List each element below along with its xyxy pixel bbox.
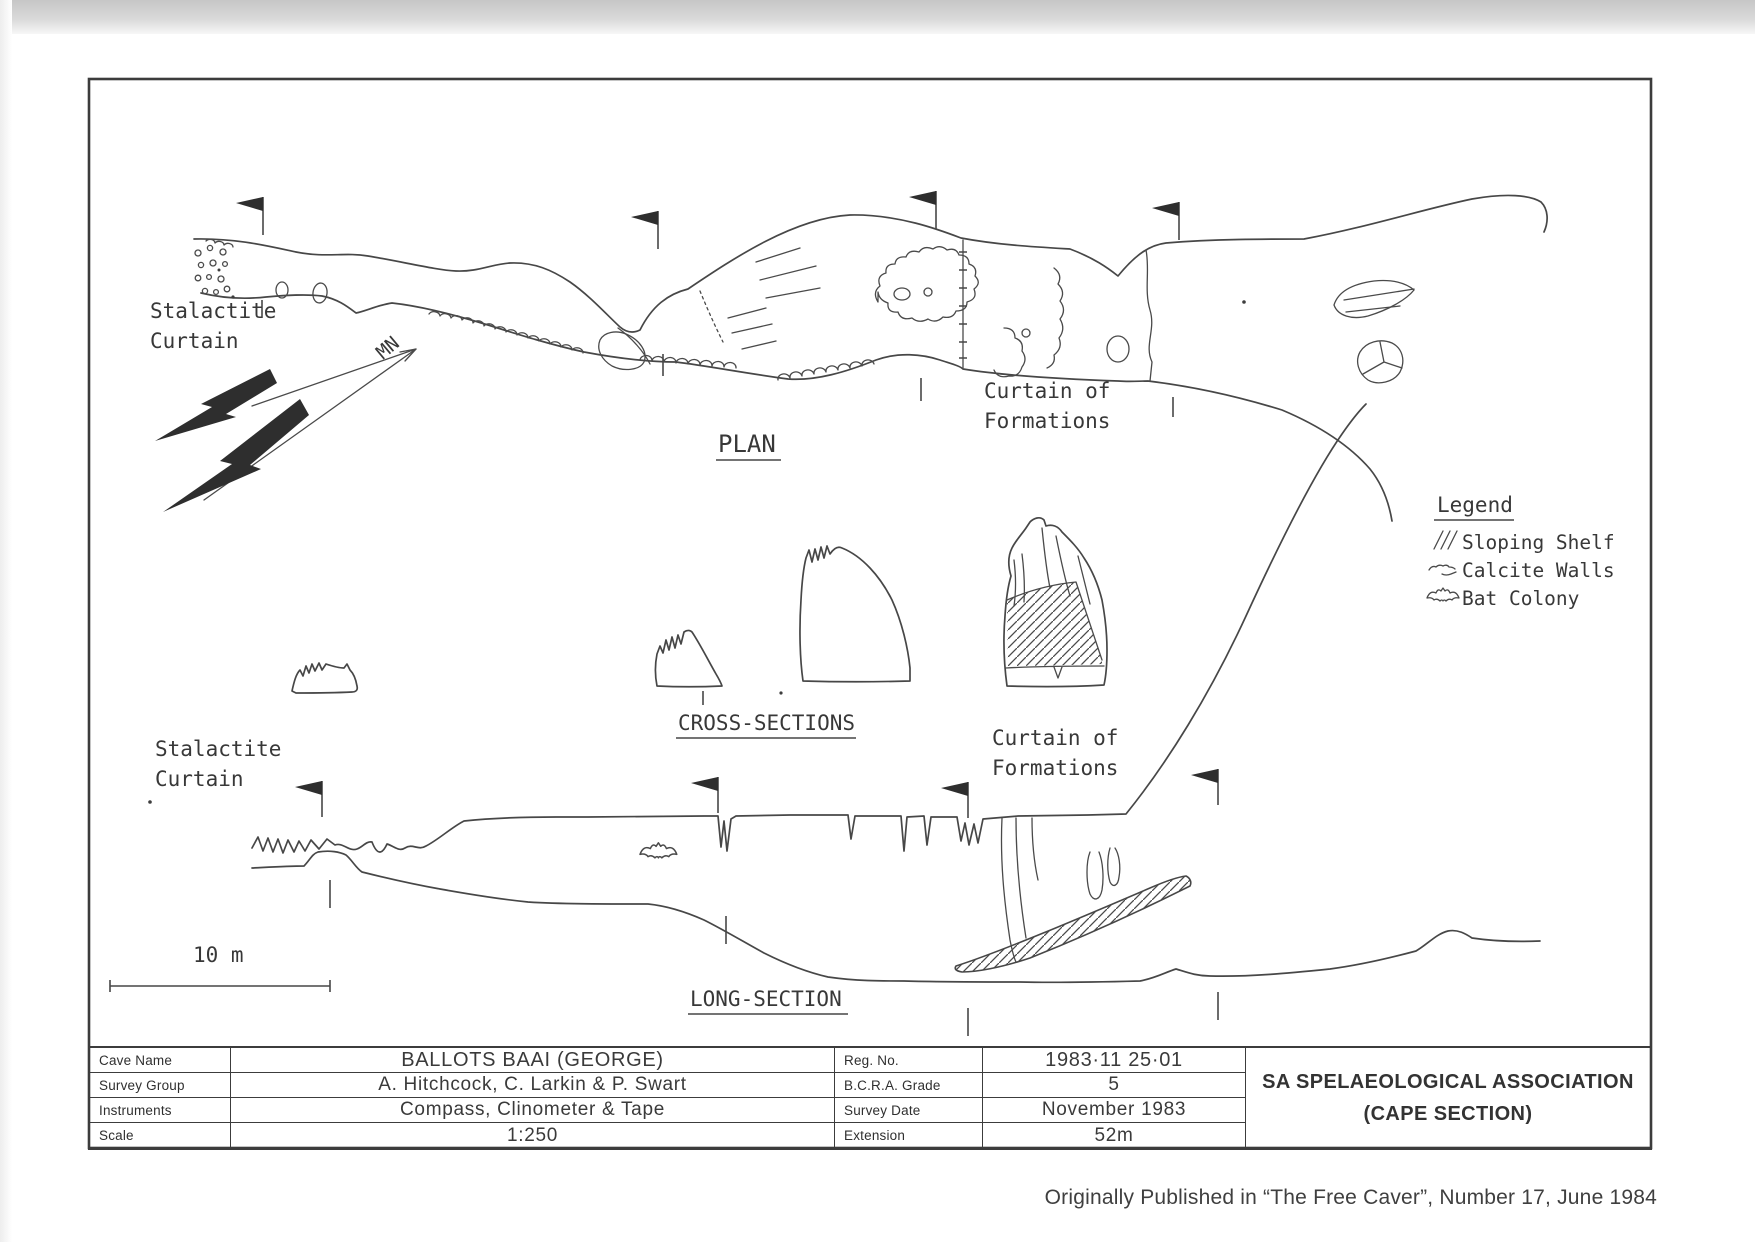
scale-bar-label: 10 m [193,943,244,967]
formations-blob [993,327,1026,378]
sloping-shelf-symbol [1433,530,1458,550]
title-block: SA SPELAEOLOGICAL ASSOCIATION (CAPE SECT… [88,1046,1652,1150]
field-label-bcra-grade: B.C.R.A. Grade [835,1073,983,1098]
survey-station-flags [295,769,1219,818]
long-section: Stalactite Curtain Curtain of Formations… [148,403,1541,1036]
field-value-instruments: Compass, Clinometer & Tape [231,1098,835,1123]
curtain-of-formations-label-plan-line1: Curtain of [984,379,1110,403]
north-arrow: MN [155,332,417,512]
curtain-strands [1013,527,1091,607]
cross-section-1 [654,629,723,688]
association-name: SA SPELAEOLOGICAL ASSOCIATION [1262,1070,1634,1093]
field-value-bcra-grade: 5 [983,1073,1246,1098]
curtain-of-formations-label-section-line1: Curtain of [992,726,1118,750]
scale-bar: 10 m [109,943,331,992]
survey-station-flags [236,191,1180,249]
legend-item-label: Sloping Shelf [1462,531,1615,554]
scan-edge-shadow-top [0,0,1755,34]
sloping-shelf [954,875,1192,973]
field-label-survey-date: Survey Date [835,1098,983,1123]
plan-station-ticks [261,300,1174,417]
field-label-scale: Scale [90,1123,231,1148]
wall-scallops [428,311,584,354]
long-section-ceiling [251,403,1367,854]
stalactite-curtain-label-plan-line2: Curtain [150,329,239,353]
boulder-outline [598,331,646,371]
field-value-extension: 52m [983,1123,1246,1148]
cross-sections: CROSS-SECTIONS [291,516,1108,739]
formation-blob [1086,851,1104,900]
cross-section-2 [799,545,911,683]
bat-colony-mark [639,842,678,859]
cross-section-3 [1003,516,1108,688]
north-arrow-solid-2 [163,399,309,512]
association-section: (CAPE SECTION) [1363,1102,1533,1125]
formations-cloud [874,246,979,322]
magnetic-north-label: MN [372,332,404,364]
long-section-floor [251,850,1541,984]
survey-dot [148,800,152,804]
field-value-reg-no: 1983·11 25·01 [983,1048,1246,1073]
plan-title: PLAN [718,430,776,458]
calcite-walls-symbol [1428,564,1457,576]
field-value-survey-group: A. Hitchcock, C. Larkin & P. Swart [231,1073,835,1098]
plan-top-wall [193,194,1548,333]
long-section-title: LONG-SECTION [690,987,842,1011]
field-label-extension: Extension [835,1123,983,1148]
scan-edge-shadow-left [0,0,12,1242]
wall-scallops [639,354,737,369]
floor-pool [893,287,911,301]
formations-scalloped-edge [1046,267,1065,369]
association-box: SA SPELAEOLOGICAL ASSOCIATION (CAPE SECT… [1246,1048,1650,1148]
publication-credit: Originally Published in “The Free Caver”… [1044,1186,1657,1209]
stalactite-curtain-dots [194,244,328,304]
scalloped-edge [699,290,724,343]
floor-pool [1021,328,1031,338]
cross-sections-title: CROSS-SECTIONS [678,711,855,735]
slope-hash-lines [727,247,821,350]
passage-boundary-line [1145,249,1153,382]
curtain-of-formations-label-section-line2: Formations [992,756,1118,780]
formation-blob [1107,847,1121,887]
field-label-cave-name: Cave Name [90,1048,231,1073]
field-value-cave-name: BALLOTS BAAI (GEORGE) [231,1048,835,1073]
breakdown-boulders [1333,279,1415,384]
north-arrow-solid-1 [155,369,277,441]
field-value-survey-date: November 1983 [983,1098,1246,1123]
legend-item-label: Bat Colony [1462,587,1579,610]
stalactite-curtain-label-section-line2: Curtain [155,767,244,791]
field-label-instruments: Instruments [90,1098,231,1123]
field-label-reg-no: Reg. No. [835,1048,983,1073]
stalactite-curtain-label-plan-line1: Stalactite [150,299,276,323]
bat-colony-symbol [1426,587,1460,602]
field-label-survey-group: Survey Group [90,1073,231,1098]
curtain-of-formations-label-plan-line2: Formations [984,409,1110,433]
long-section-station-ticks [329,880,1219,1036]
plan-view: Stalactite Curtain Curtain of Formations… [150,191,1548,522]
survey-dot [779,691,783,695]
survey-dot [1242,300,1246,304]
field-value-scale: 1:250 [231,1123,835,1148]
drawing-border-frame [87,77,1653,1150]
legend-item-label: Calcite Walls [1462,559,1615,582]
stalactite-curtain-label-section-line1: Stalactite [155,737,281,761]
wall-scallops [777,359,875,381]
floor-pool [923,287,933,297]
legend-title: Legend [1437,493,1513,517]
boulder-edge [617,327,651,365]
legend: Legend Sloping Shelf Calcite Walls Bat C… [1426,493,1615,610]
plan-bottom-wall [200,292,1393,522]
sloping-shelf-hatched-area [1007,582,1102,666]
floor-pool [1106,335,1130,363]
calcite-wall-line [959,239,967,369]
north-arrow-head [399,348,417,362]
entrance-scallops [205,238,234,248]
cross-section-small [291,662,359,694]
